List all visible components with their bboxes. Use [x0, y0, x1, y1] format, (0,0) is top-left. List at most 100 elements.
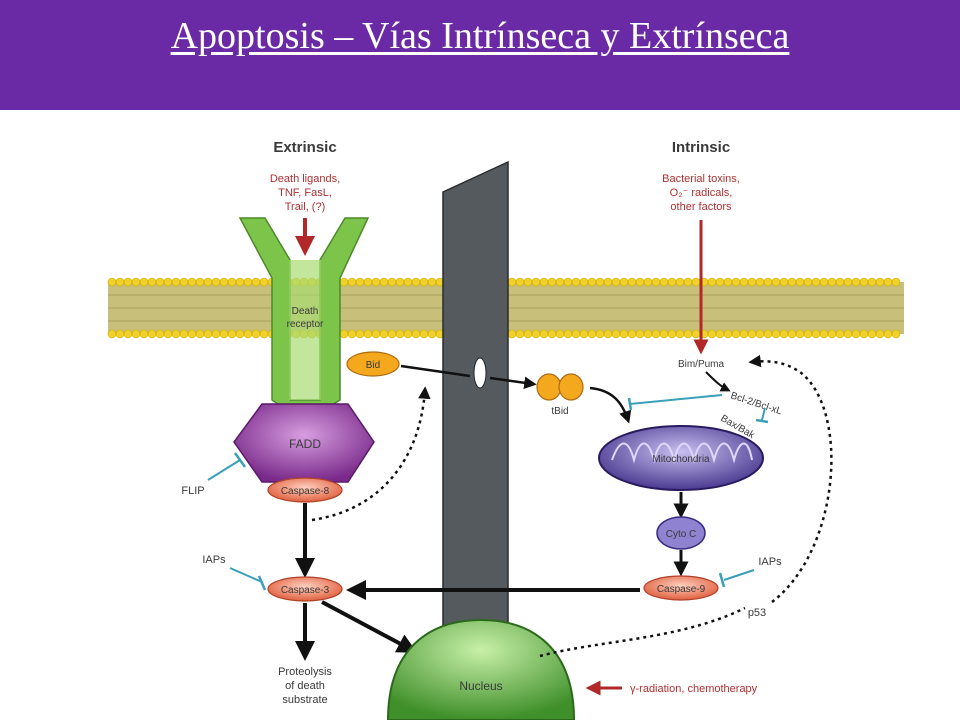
lipid-head	[707, 329, 717, 339]
caspase-9-label: Caspase-9	[657, 584, 706, 595]
lipid-head	[171, 277, 181, 287]
extrinsic-heading: Extrinsic	[273, 139, 336, 156]
extrinsic-stimulus-line-1: Death ligands,	[270, 173, 340, 185]
death-receptor	[238, 217, 370, 423]
lipid-head	[667, 329, 677, 339]
lipid-head	[715, 277, 725, 287]
lipid-head	[387, 277, 397, 287]
flip-inhibition-bar	[233, 452, 247, 468]
iaps-right-inhibition-bar	[718, 572, 726, 588]
lipid-head	[723, 329, 733, 339]
flip-label: FLIP	[181, 485, 204, 497]
lipid-head	[763, 277, 773, 287]
lipid-head	[363, 277, 373, 287]
lipid-head	[579, 329, 589, 339]
lipid-head	[531, 277, 541, 287]
lipid-head	[803, 329, 813, 339]
lipid-head	[155, 329, 165, 339]
lipid-head	[691, 329, 701, 339]
lipid-head	[227, 329, 237, 339]
iaps-right-inhibition-line	[723, 569, 755, 581]
lipid-head	[203, 277, 213, 287]
lipid-head	[339, 277, 349, 287]
lipid-head	[411, 277, 421, 287]
lipid-head	[891, 277, 901, 287]
lipid-head	[235, 277, 245, 287]
bid-label: Bid	[366, 360, 380, 371]
lipid-head	[651, 277, 661, 287]
lipid-head	[755, 277, 765, 287]
lipid-head	[179, 329, 189, 339]
lipid-head	[187, 277, 197, 287]
lipid-head	[395, 277, 405, 287]
lipid-head	[619, 277, 629, 287]
lipid-head	[827, 329, 837, 339]
lipid-head	[403, 277, 413, 287]
apoptosis-diagram: Extrinsic Death ligands, TNF, FasL, Trai…	[107, 139, 904, 720]
bim-puma-label: Bim/Puma	[678, 359, 725, 370]
lipid-head	[843, 329, 853, 339]
bcl2-inhibition-bar	[755, 418, 769, 424]
lipid-head	[715, 329, 725, 339]
mitochondria-organelle	[598, 425, 764, 491]
lipid-head	[659, 277, 669, 287]
lipid-head	[379, 277, 389, 287]
proteolysis-line-2: of death	[285, 680, 325, 692]
lipid-head	[371, 277, 381, 287]
lipid-head	[107, 329, 117, 339]
lipid-head	[611, 329, 621, 339]
lipid-head	[635, 277, 645, 287]
lipid-head	[115, 329, 125, 339]
fadd-label: FADD	[289, 437, 321, 451]
caspase3-to-nucleus-arrow	[321, 600, 418, 653]
bcl2-to-tbid-inhibition-bar	[627, 397, 633, 411]
lipid-head	[531, 329, 541, 339]
lipid-head	[731, 329, 741, 339]
lipid-head	[379, 329, 389, 339]
lipid-head	[859, 277, 869, 287]
lipid-head	[347, 277, 357, 287]
lipid-head	[683, 329, 693, 339]
intrinsic-stimulus-line-3: other factors	[670, 201, 732, 213]
tbid-to-mitochondria-arrow	[589, 386, 632, 424]
lipid-head	[243, 277, 253, 287]
lipid-head	[419, 329, 429, 339]
bcl2-to-tbid-inhibition-line	[629, 394, 723, 405]
tbid-label: tBid	[551, 406, 568, 417]
death-receptor-label-2: receptor	[287, 319, 324, 330]
lipid-head	[747, 277, 757, 287]
lipid-head	[779, 329, 789, 339]
lipid-head	[107, 277, 117, 287]
caspase8-to-bid-dotted-arrow	[311, 386, 431, 522]
lipid-head	[843, 277, 853, 287]
caspase-9-node	[643, 575, 719, 601]
lipid-head	[755, 329, 765, 339]
mitochondria-cristae	[611, 442, 753, 464]
lipid-head	[787, 277, 797, 287]
lipid-head	[627, 277, 637, 287]
lipid-head	[859, 329, 869, 339]
lipid-head	[619, 329, 629, 339]
lipid-head	[419, 277, 429, 287]
lipid-head	[587, 329, 597, 339]
lipid-head	[795, 329, 805, 339]
lipid-head	[427, 277, 437, 287]
radiation-label: γ-radiation, chemotherapy	[630, 683, 758, 695]
fadd-complex	[233, 403, 375, 483]
intrinsic-stimulus-line-2: O₂⁻ radicals,	[670, 187, 733, 199]
lipid-head	[131, 329, 141, 339]
lipid-head	[251, 329, 261, 339]
lipid-head	[779, 277, 789, 287]
bcl2-label: Bcl-2/Bcl-xL	[729, 390, 784, 417]
lipid-head	[763, 329, 773, 339]
lipid-head	[883, 277, 893, 287]
slide-title: Apoptosis – Vías Intrínseca y Extrínseca	[170, 15, 790, 57]
lipid-head	[811, 277, 821, 287]
extrinsic-stimulus-line-2: TNF, FasL,	[278, 187, 332, 199]
lipid-head	[147, 329, 157, 339]
lipid-head	[163, 277, 173, 287]
caspase-8-label: Caspase-8	[281, 486, 330, 497]
mitochondria-label: Mitochondria	[652, 454, 710, 465]
lipid-head	[219, 329, 229, 339]
iaps-left-inhibition-bar	[257, 575, 267, 591]
